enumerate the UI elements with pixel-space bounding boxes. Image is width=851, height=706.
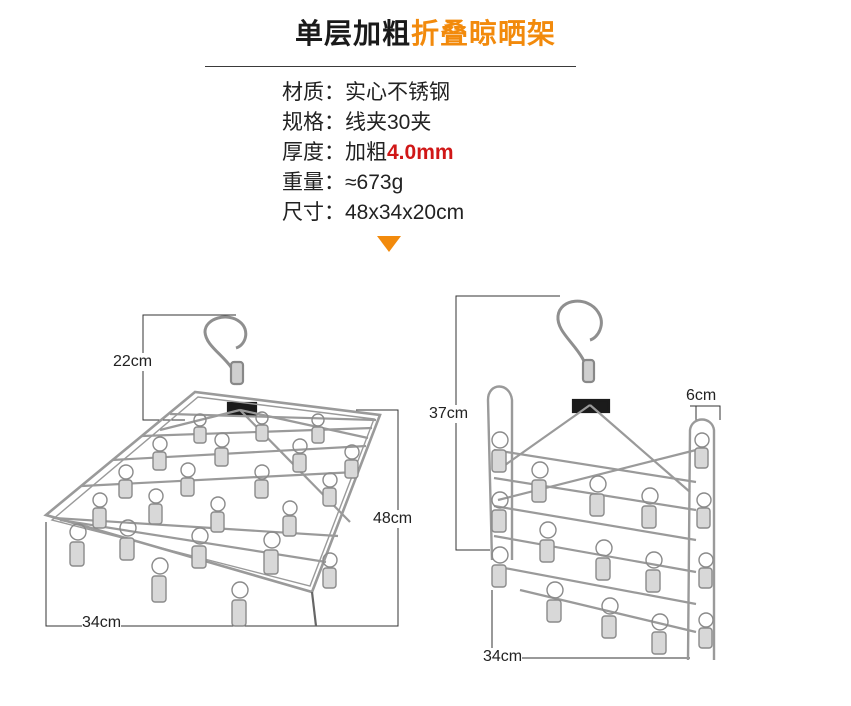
spec-label: 规格：	[282, 111, 345, 134]
left-width-label: 34cm	[82, 614, 122, 632]
clip-icon	[282, 500, 298, 537]
clip-icon	[651, 613, 669, 655]
spec-row-thickness: 厚度：加粗4.0mm	[282, 138, 464, 168]
clip-icon	[118, 464, 134, 499]
title-part-1: 单层加粗	[294, 18, 411, 49]
spec-label: 材质：	[282, 81, 345, 104]
right-height-label: 37cm	[429, 405, 469, 423]
spec-value: 实心不锈钢	[345, 81, 450, 104]
clip-icon	[698, 612, 714, 649]
right-width-label: 34cm	[483, 648, 523, 666]
clip-icon	[193, 413, 207, 444]
spec-label: 厚度：	[282, 141, 345, 164]
clip-icon	[595, 539, 613, 581]
clip-icon	[151, 557, 169, 603]
clip-icon	[311, 413, 325, 444]
clip-icon	[152, 436, 168, 471]
clip-icon	[214, 432, 230, 467]
clip-icon	[491, 491, 509, 533]
clip-icon	[696, 492, 712, 529]
spec-row-size: 尺寸：48x34x20cm	[282, 198, 464, 228]
spec-value: 加粗	[345, 141, 387, 164]
clip-icon	[344, 444, 360, 479]
spec-value: ≈673g	[345, 171, 404, 194]
page-title: 单层加粗折叠晾晒架	[0, 12, 851, 52]
clip-icon	[69, 523, 87, 567]
spec-highlight: 4.0mm	[387, 141, 454, 164]
right-clip-label: 6cm	[686, 387, 717, 405]
spec-value: 线夹30夹	[345, 111, 432, 134]
spec-row-spec: 规格：线夹30夹	[282, 108, 464, 138]
clip-icon	[119, 519, 137, 561]
left-rack-clips	[69, 411, 360, 627]
clip-icon	[546, 581, 564, 623]
clip-icon	[645, 551, 663, 593]
clip-icon	[191, 527, 209, 569]
down-arrow-icon	[377, 236, 401, 252]
clip-icon	[601, 597, 619, 639]
clip-icon	[148, 488, 164, 525]
spec-label: 尺寸：	[282, 201, 345, 224]
clip-icon	[531, 461, 549, 503]
clip-icon	[589, 475, 607, 517]
spec-list: 材质：实心不锈钢 规格：线夹30夹 厚度：加粗4.0mm 重量：≈673g 尺寸…	[282, 78, 464, 228]
spec-value: 48x34x20cm	[345, 201, 465, 224]
spec-row-weight: 重量：≈673g	[282, 168, 464, 198]
left-height-label: 22cm	[113, 353, 153, 371]
clip-icon	[92, 492, 108, 529]
clip-icon	[694, 432, 710, 469]
spec-row-material: 材质：实心不锈钢	[282, 78, 464, 108]
clip-icon	[263, 531, 281, 575]
right-rack-clips	[491, 431, 714, 655]
title-divider	[205, 66, 576, 67]
clip-icon	[539, 521, 557, 563]
left-length-label: 48cm	[373, 510, 413, 528]
clip-icon	[254, 464, 270, 499]
spec-label: 重量：	[282, 171, 345, 194]
clip-icon	[231, 581, 249, 627]
clip-icon	[491, 431, 509, 473]
clip-icon	[641, 487, 659, 529]
clip-icon	[322, 472, 338, 507]
clip-icon	[491, 546, 509, 588]
right-rack	[486, 299, 716, 661]
clip-icon	[210, 496, 226, 533]
clip-icon	[255, 411, 269, 442]
clip-icon	[698, 552, 714, 589]
clip-icon	[322, 552, 338, 589]
title-part-2: 折叠晾晒架	[411, 18, 557, 49]
clip-icon	[180, 462, 196, 497]
clip-icon	[292, 438, 308, 473]
